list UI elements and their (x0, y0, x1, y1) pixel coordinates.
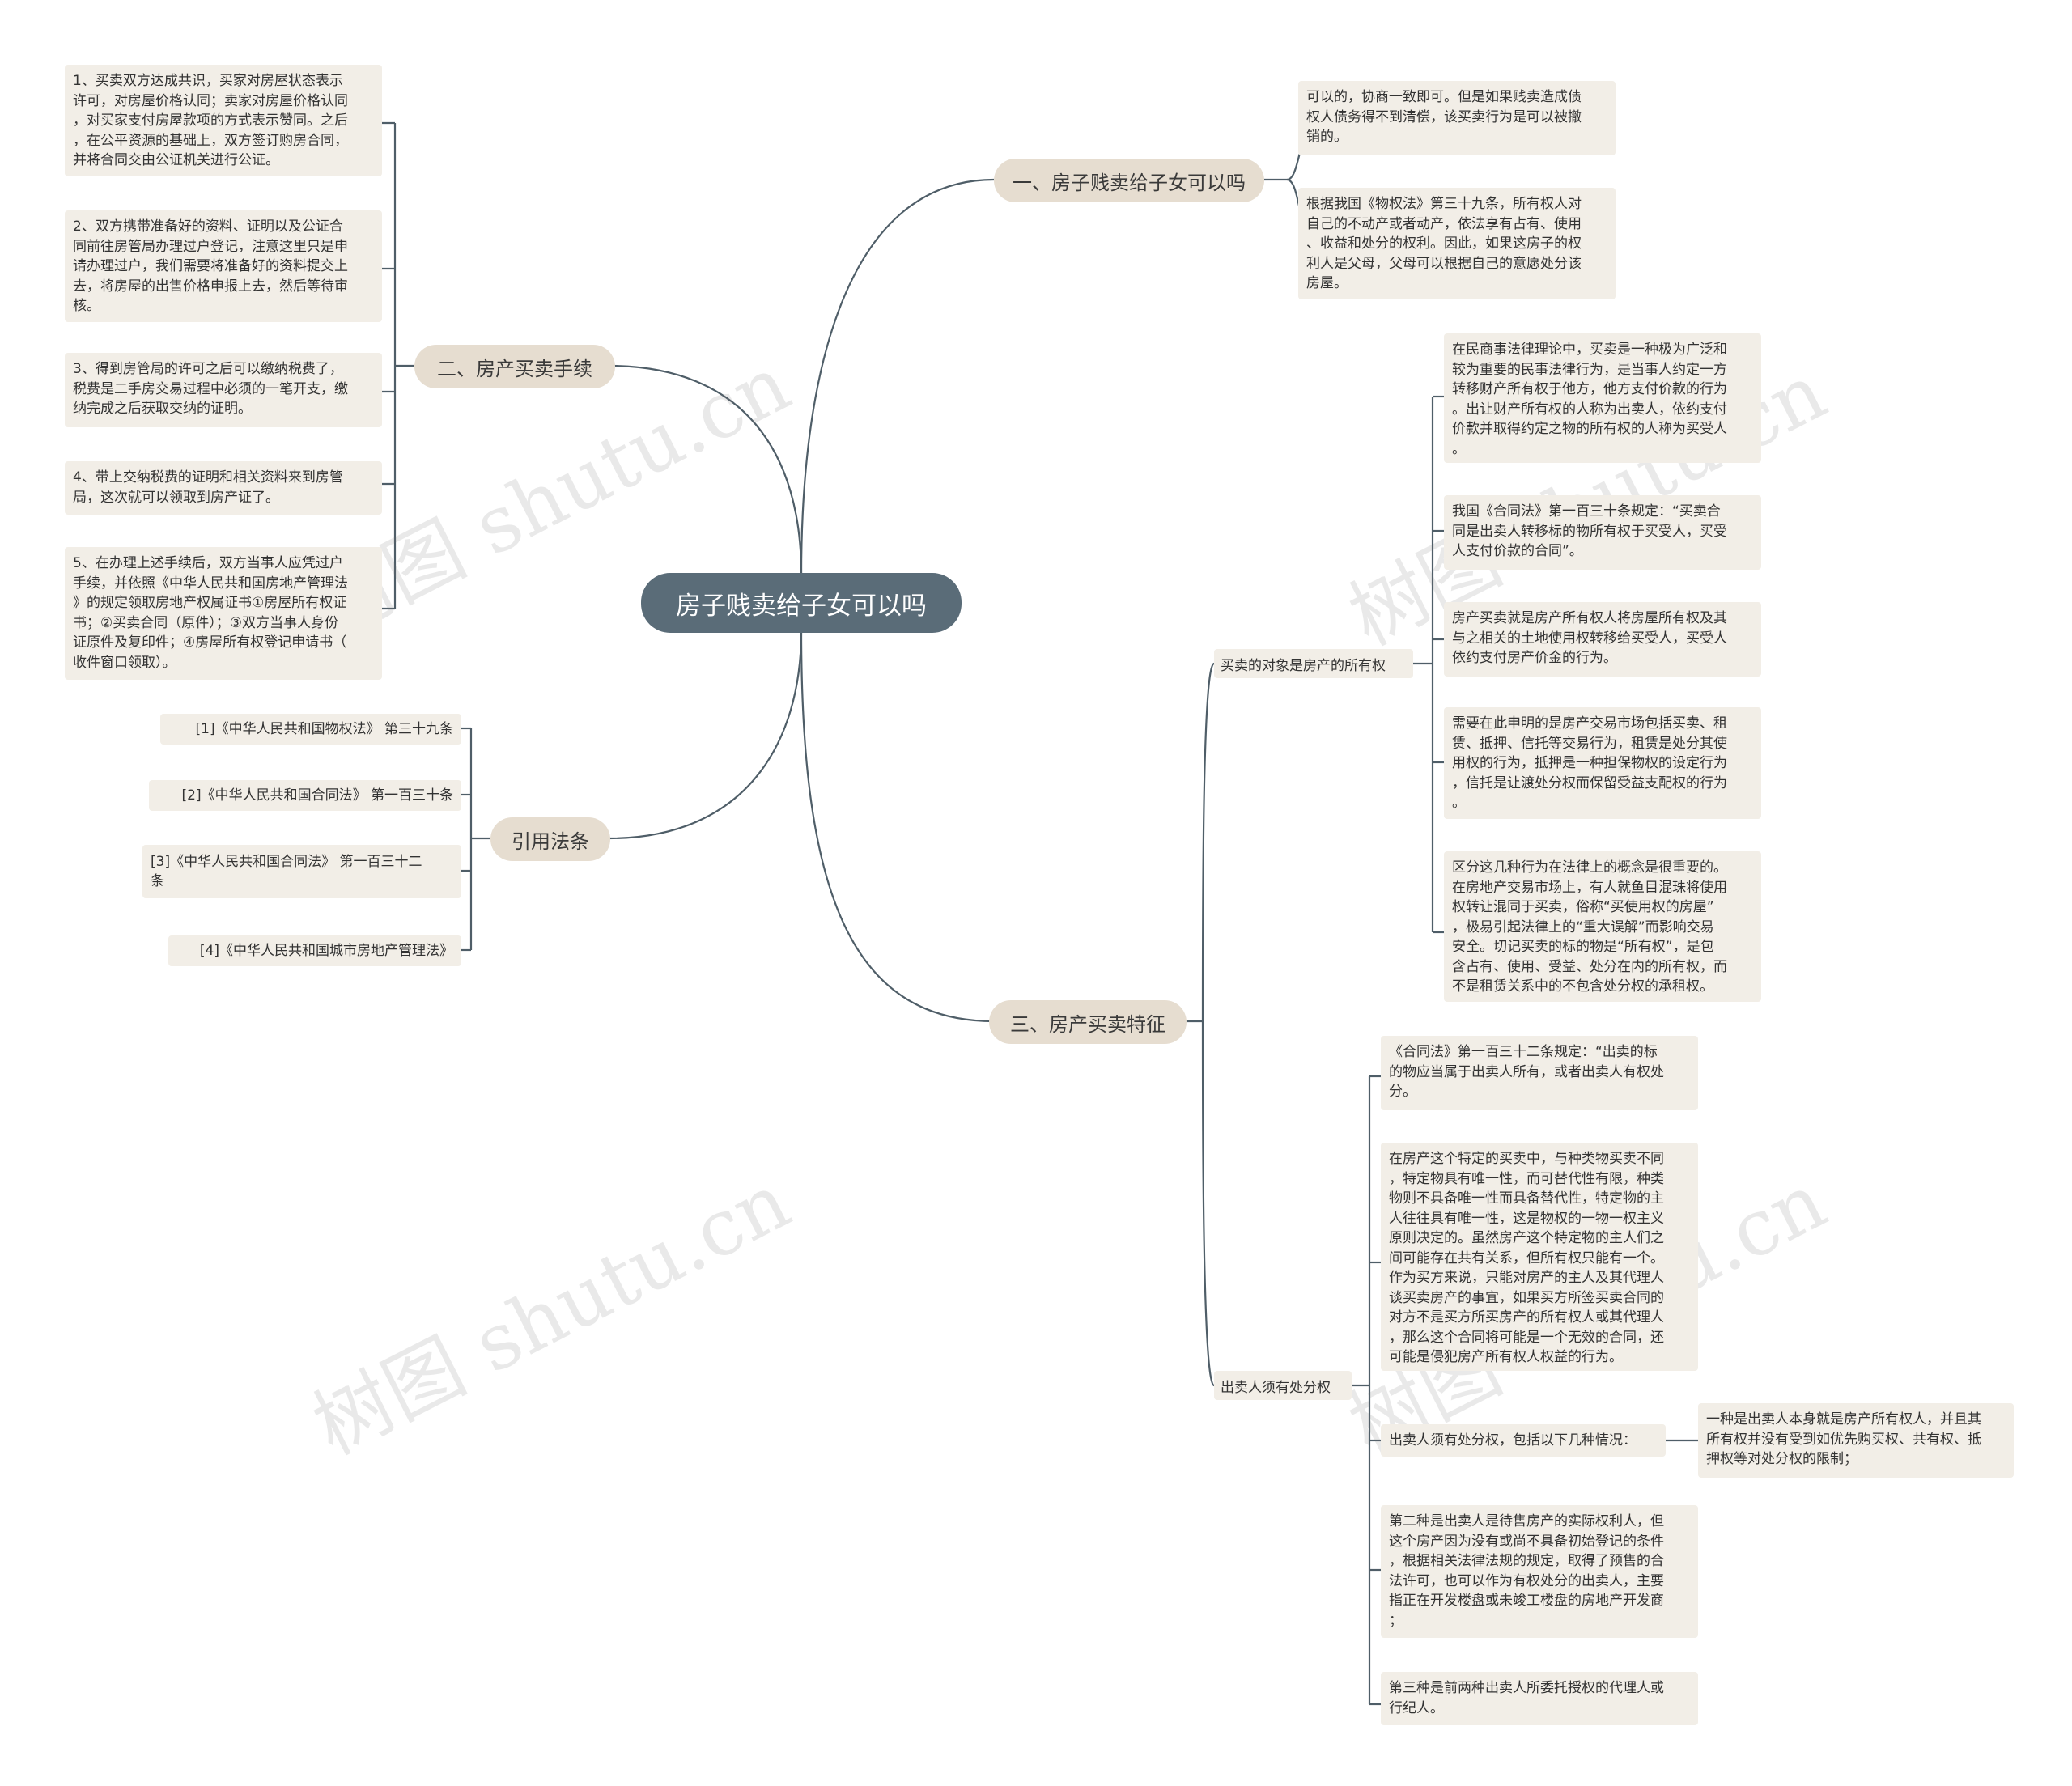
leaf-b2-1[interactable]: 1、买卖双方达成共识，买家对房屋状态表示 许可，对房屋价格认同；卖家对房屋价格认… (65, 65, 382, 176)
leaf-b1-2[interactable]: 根据我国《物权法》第三十九条，所有权人对 自己的不动产或者动产，依法享有占有、使… (1298, 188, 1616, 299)
ref-law-2[interactable]: [2]《中华人民共和国合同法》 第一百三十条 (149, 780, 461, 811)
branch-topic-3[interactable]: 引用法条 (490, 817, 610, 861)
leaf-b1-1[interactable]: 可以的，协商一致即可。但是如果贱卖造成债 权人债务得不到清偿，该买卖行为是可以被… (1298, 81, 1616, 155)
leaf-s1-3[interactable]: 房产买卖就是房产所有权人将房屋所有权及其 与之相关的土地使用权转移给买受人，买受… (1444, 602, 1761, 677)
sub-topic-ownership[interactable]: 买卖的对象是房产的所有权 (1214, 649, 1413, 678)
leaf-s2-1[interactable]: 《合同法》第一百三十二条规定：“出卖的标 的物应当属于出卖人所有，或者出卖人有权… (1381, 1036, 1698, 1110)
branch-topic-2[interactable]: 二、房产买卖手续 (414, 345, 615, 388)
leaf-s2-5[interactable]: 第三种是前两种出卖人所委托授权的代理人或 行纪人。 (1381, 1672, 1698, 1725)
leaf-s1-4[interactable]: 需要在此申明的是房产交易市场包括买卖、租 赁、抵押、信托等交易行为，租赁是处分其… (1444, 707, 1761, 819)
ref-law-1[interactable]: [1]《中华人民共和国物权法》 第三十九条 (160, 714, 461, 745)
sub-topic-disposal-right[interactable]: 出卖人须有处分权 (1214, 1371, 1352, 1400)
ref-law-3[interactable]: [3]《中华人民共和国合同法》 第一百三十二 条 (142, 845, 461, 898)
leaf-s2-2[interactable]: 在房产这个特定的买卖中，与种类物买卖不同 ，特定物具有唯一性，而可替代性有限，种… (1381, 1143, 1698, 1371)
leaf-b2-3[interactable]: 3、得到房管局的许可之后可以缴纳税费了， 税费是二手房交易过程中必须的一笔开支，… (65, 353, 382, 427)
leaf-s1-1[interactable]: 在民商事法律理论中，买卖是一种极为广泛和 较为重要的民事法律行为，是当事人约定一… (1444, 333, 1761, 463)
branch-topic-4[interactable]: 三、房产买卖特征 (989, 1000, 1187, 1044)
leaf-s2-3[interactable]: 出卖人须有处分权，包括以下几种情况： (1381, 1424, 1666, 1457)
leaf-b2-5[interactable]: 5、在办理上述手续后，双方当事人应凭过户 手续，并依照《中华人民共和国房地产管理… (65, 547, 382, 680)
leaf-b2-4[interactable]: 4、带上交纳税费的证明和相关资料来到房管 局，这次就可以领取到房产证了。 (65, 461, 382, 515)
leaf-s1-2[interactable]: 我国《合同法》第一百三十条规定：“买卖合 同是出卖人转移标的物所有权于买受人，买… (1444, 495, 1761, 570)
branch-topic-1[interactable]: 一、房子贱卖给子女可以吗 (994, 159, 1264, 202)
leaf-s1-5[interactable]: 区分这几种行为在法律上的概念是很重要的。 在房地产交易市场上，有人就鱼目混珠将使… (1444, 851, 1761, 1002)
leaf-s2-detail[interactable]: 一种是出卖人本身就是房产所有权人，并且其 所有权并没有受到如优先购买权、共有权、… (1698, 1403, 2014, 1478)
leaf-b2-2[interactable]: 2、双方携带准备好的资料、证明以及公证合 同前往房管局办理过户登记，注意这里只是… (65, 210, 382, 322)
ref-law-4[interactable]: [4]《中华人民共和国城市房地产管理法》 (168, 935, 461, 966)
leaf-s2-4[interactable]: 第二种是出卖人是待售房产的实际权利人，但 这个房产因为没有或尚不具备初始登记的条… (1381, 1505, 1698, 1638)
root-topic[interactable]: 房子贱卖给子女可以吗 (641, 573, 962, 633)
